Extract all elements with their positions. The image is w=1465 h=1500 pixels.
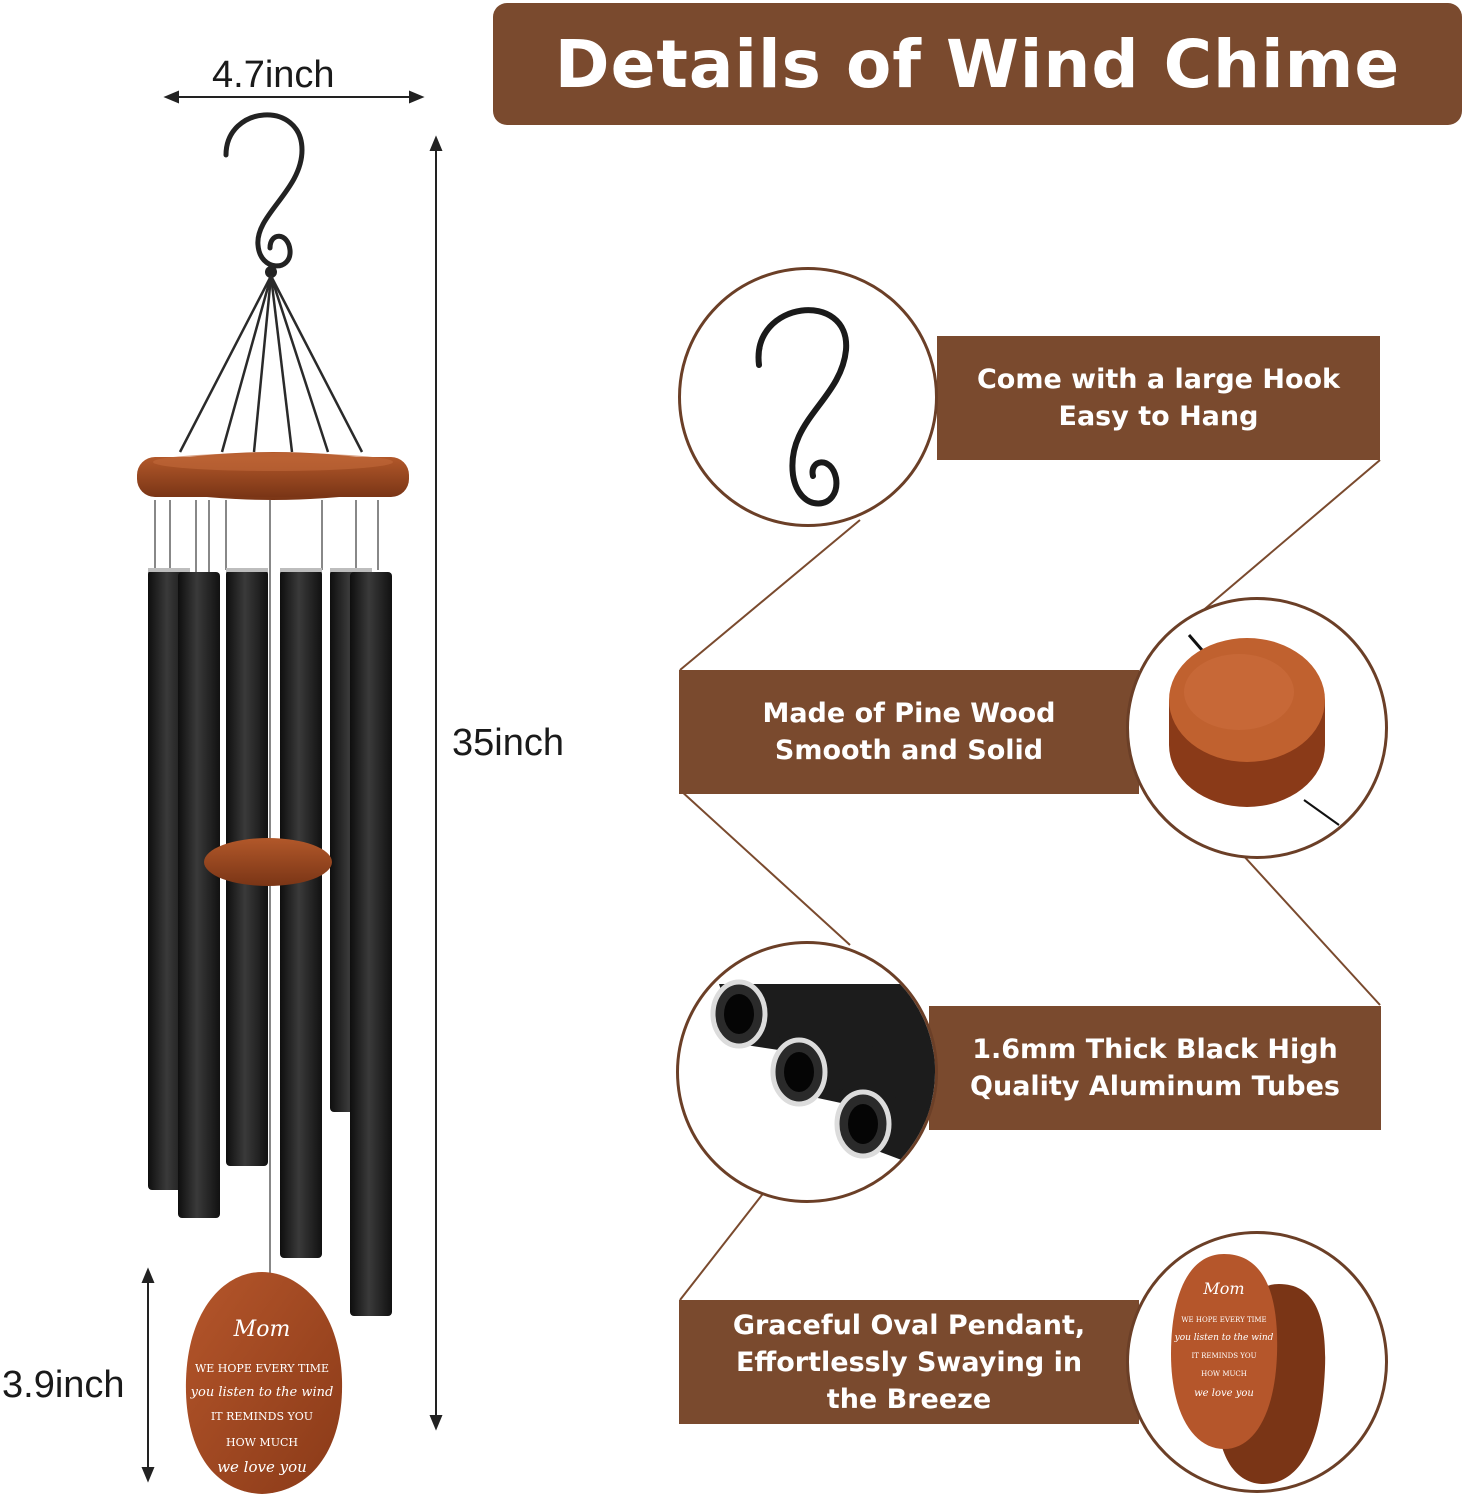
svg-text:IT REMINDS YOU: IT REMINDS YOU <box>211 1410 313 1423</box>
feature-pendant: Graceful Oval Pendant, Effortlessly Sway… <box>679 1300 1139 1424</box>
svg-text:we love you: we love you <box>217 1458 307 1476</box>
svg-text:Mom: Mom <box>1202 1279 1244 1298</box>
svg-text:IT REMINDS YOU: IT REMINDS YOU <box>1192 1352 1257 1360</box>
height-arrow <box>429 135 443 1431</box>
feature-hook: Come with a large Hook Easy to Hang <box>937 336 1380 460</box>
svg-text:you listen to the wind: you listen to the wind <box>1174 1333 1274 1343</box>
chime-hook <box>223 112 305 269</box>
pendant-icon: Mom WE HOPE EVERY TIME you listen to the… <box>1171 1254 1326 1484</box>
width-arrow <box>163 90 425 104</box>
tubes-icon <box>710 979 935 1173</box>
pendant-height-arrow <box>141 1267 155 1483</box>
width-label: 4.7inch <box>212 54 335 96</box>
svg-text:we love you: we love you <box>1194 1388 1254 1399</box>
svg-text:WE HOPE EVERY TIME: WE HOPE EVERY TIME <box>1181 1316 1266 1324</box>
striker-disc <box>204 838 332 886</box>
wood-disc-icon <box>1169 634 1340 826</box>
svg-text:HOW MUCH: HOW MUCH <box>1201 1370 1247 1378</box>
pendant-name: Mom <box>233 1317 291 1342</box>
wood-circle <box>1126 597 1388 859</box>
pendant-sail: Mom WE HOPE EVERY TIME you listen to the… <box>185 1272 343 1494</box>
hanging-strings <box>178 275 364 453</box>
tubes-circle <box>676 941 938 1203</box>
svg-text:HOW MUCH: HOW MUCH <box>226 1436 298 1449</box>
pendant-height-label: 3.9inch <box>2 1364 125 1406</box>
wind-chime-illustration: Mom WE HOPE EVERY TIME you listen to the… <box>137 90 443 1494</box>
page-title: Details of Wind Chime <box>554 25 1401 103</box>
pendant-circle: Mom WE HOPE EVERY TIME you listen to the… <box>1126 1231 1388 1493</box>
feature-tubes: 1.6mm Thick Black High Quality Aluminum … <box>929 1006 1381 1130</box>
svg-text:WE HOPE EVERY TIME: WE HOPE EVERY TIME <box>195 1362 329 1375</box>
hook-circle <box>678 267 938 527</box>
feature-wood: Made of Pine Wood Smooth and Solid <box>679 670 1139 794</box>
height-label: 35inch <box>452 722 564 764</box>
hook-icon <box>755 307 850 507</box>
svg-text:you listen to the wind: you listen to the wind <box>190 1385 334 1400</box>
tube-wires <box>154 500 379 1300</box>
title-banner: Details of Wind Chime <box>493 3 1462 125</box>
